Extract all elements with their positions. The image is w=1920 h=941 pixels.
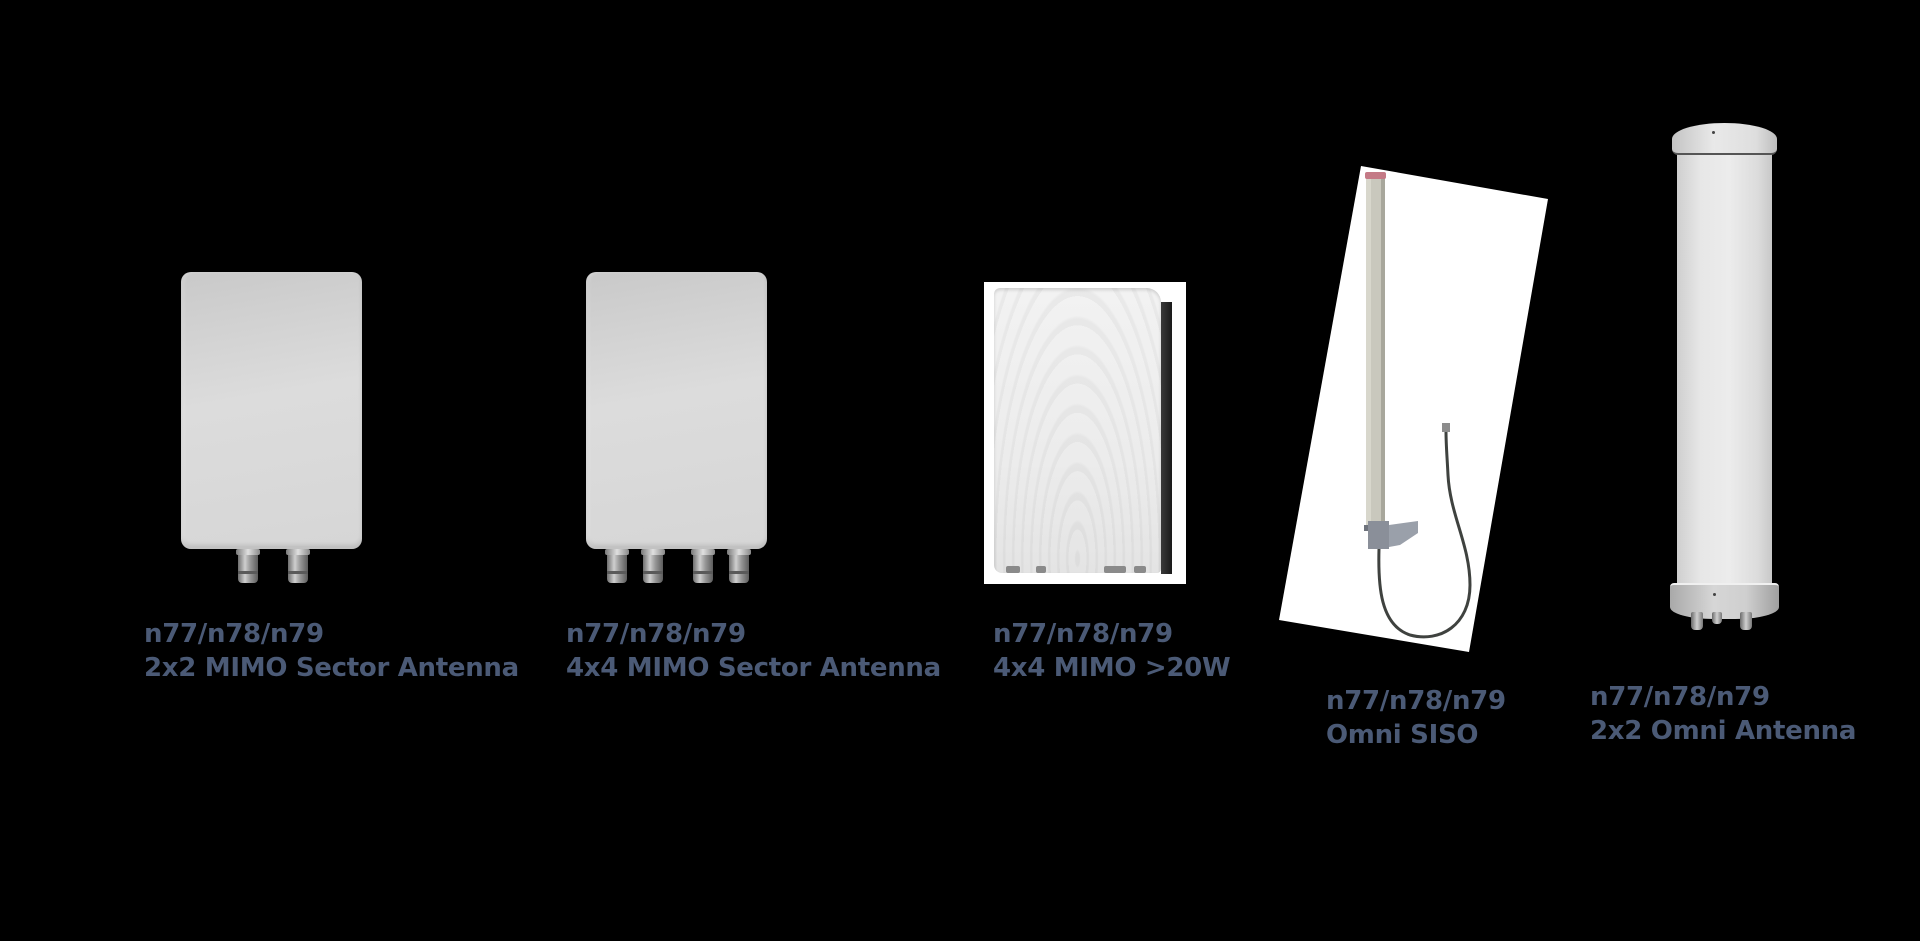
rf-connector-icon (1712, 612, 1722, 624)
sector-panel-antenna-image (181, 272, 362, 549)
connector-foot-icon (1036, 566, 1046, 573)
connector-foot-icon (1104, 566, 1126, 573)
cap-screw-icon (1712, 131, 1715, 134)
product-name: 4x4 MIMO Sector Antenna (566, 653, 941, 683)
product-name: 2x2 MIMO Sector Antenna (144, 653, 519, 683)
base-screw-icon (1713, 593, 1716, 596)
product-name: 2x2 Omni Antenna (1590, 716, 1857, 746)
omni-cylinder-antenna-image (1677, 140, 1772, 600)
rf-connector-icon (286, 549, 310, 583)
connector-foot-icon (1134, 566, 1146, 573)
rf-connector-icon (1691, 612, 1703, 630)
product-name: Omni SISO (1326, 720, 1479, 750)
rf-connector-icon (605, 549, 629, 583)
rf-connector-icon (641, 549, 665, 583)
high-power-box-antenna-image (984, 282, 1186, 584)
radome-body (994, 288, 1161, 573)
product-caption: n77/n78/n79 Omni SISO (1326, 684, 1506, 752)
rf-connector-icon (727, 549, 751, 583)
omni-siso-antenna-image (1279, 166, 1548, 652)
connector-foot-icon (1006, 566, 1020, 573)
band-label: n77/n78/n79 (144, 619, 324, 649)
rf-connector-icon (1740, 612, 1752, 630)
band-label: n77/n78/n79 (993, 619, 1173, 649)
rf-connector-icon (691, 549, 715, 583)
rf-connector-icon (236, 549, 260, 583)
product-caption: n77/n78/n79 4x4 MIMO Sector Antenna (566, 617, 941, 685)
top-cap (1672, 123, 1777, 155)
product-caption: n77/n78/n79 2x2 MIMO Sector Antenna (144, 617, 519, 685)
product-caption: n77/n78/n79 2x2 Omni Antenna (1590, 680, 1856, 748)
sector-panel-antenna-image (586, 272, 767, 549)
band-label: n77/n78/n79 (1590, 682, 1770, 712)
band-label: n77/n78/n79 (1326, 686, 1506, 716)
product-name: 4x4 MIMO >20W (993, 653, 1231, 683)
product-caption: n77/n78/n79 4x4 MIMO >20W (993, 617, 1231, 685)
base-collar (1670, 583, 1779, 619)
band-label: n77/n78/n79 (566, 619, 746, 649)
radome-side-shadow (1161, 302, 1172, 574)
